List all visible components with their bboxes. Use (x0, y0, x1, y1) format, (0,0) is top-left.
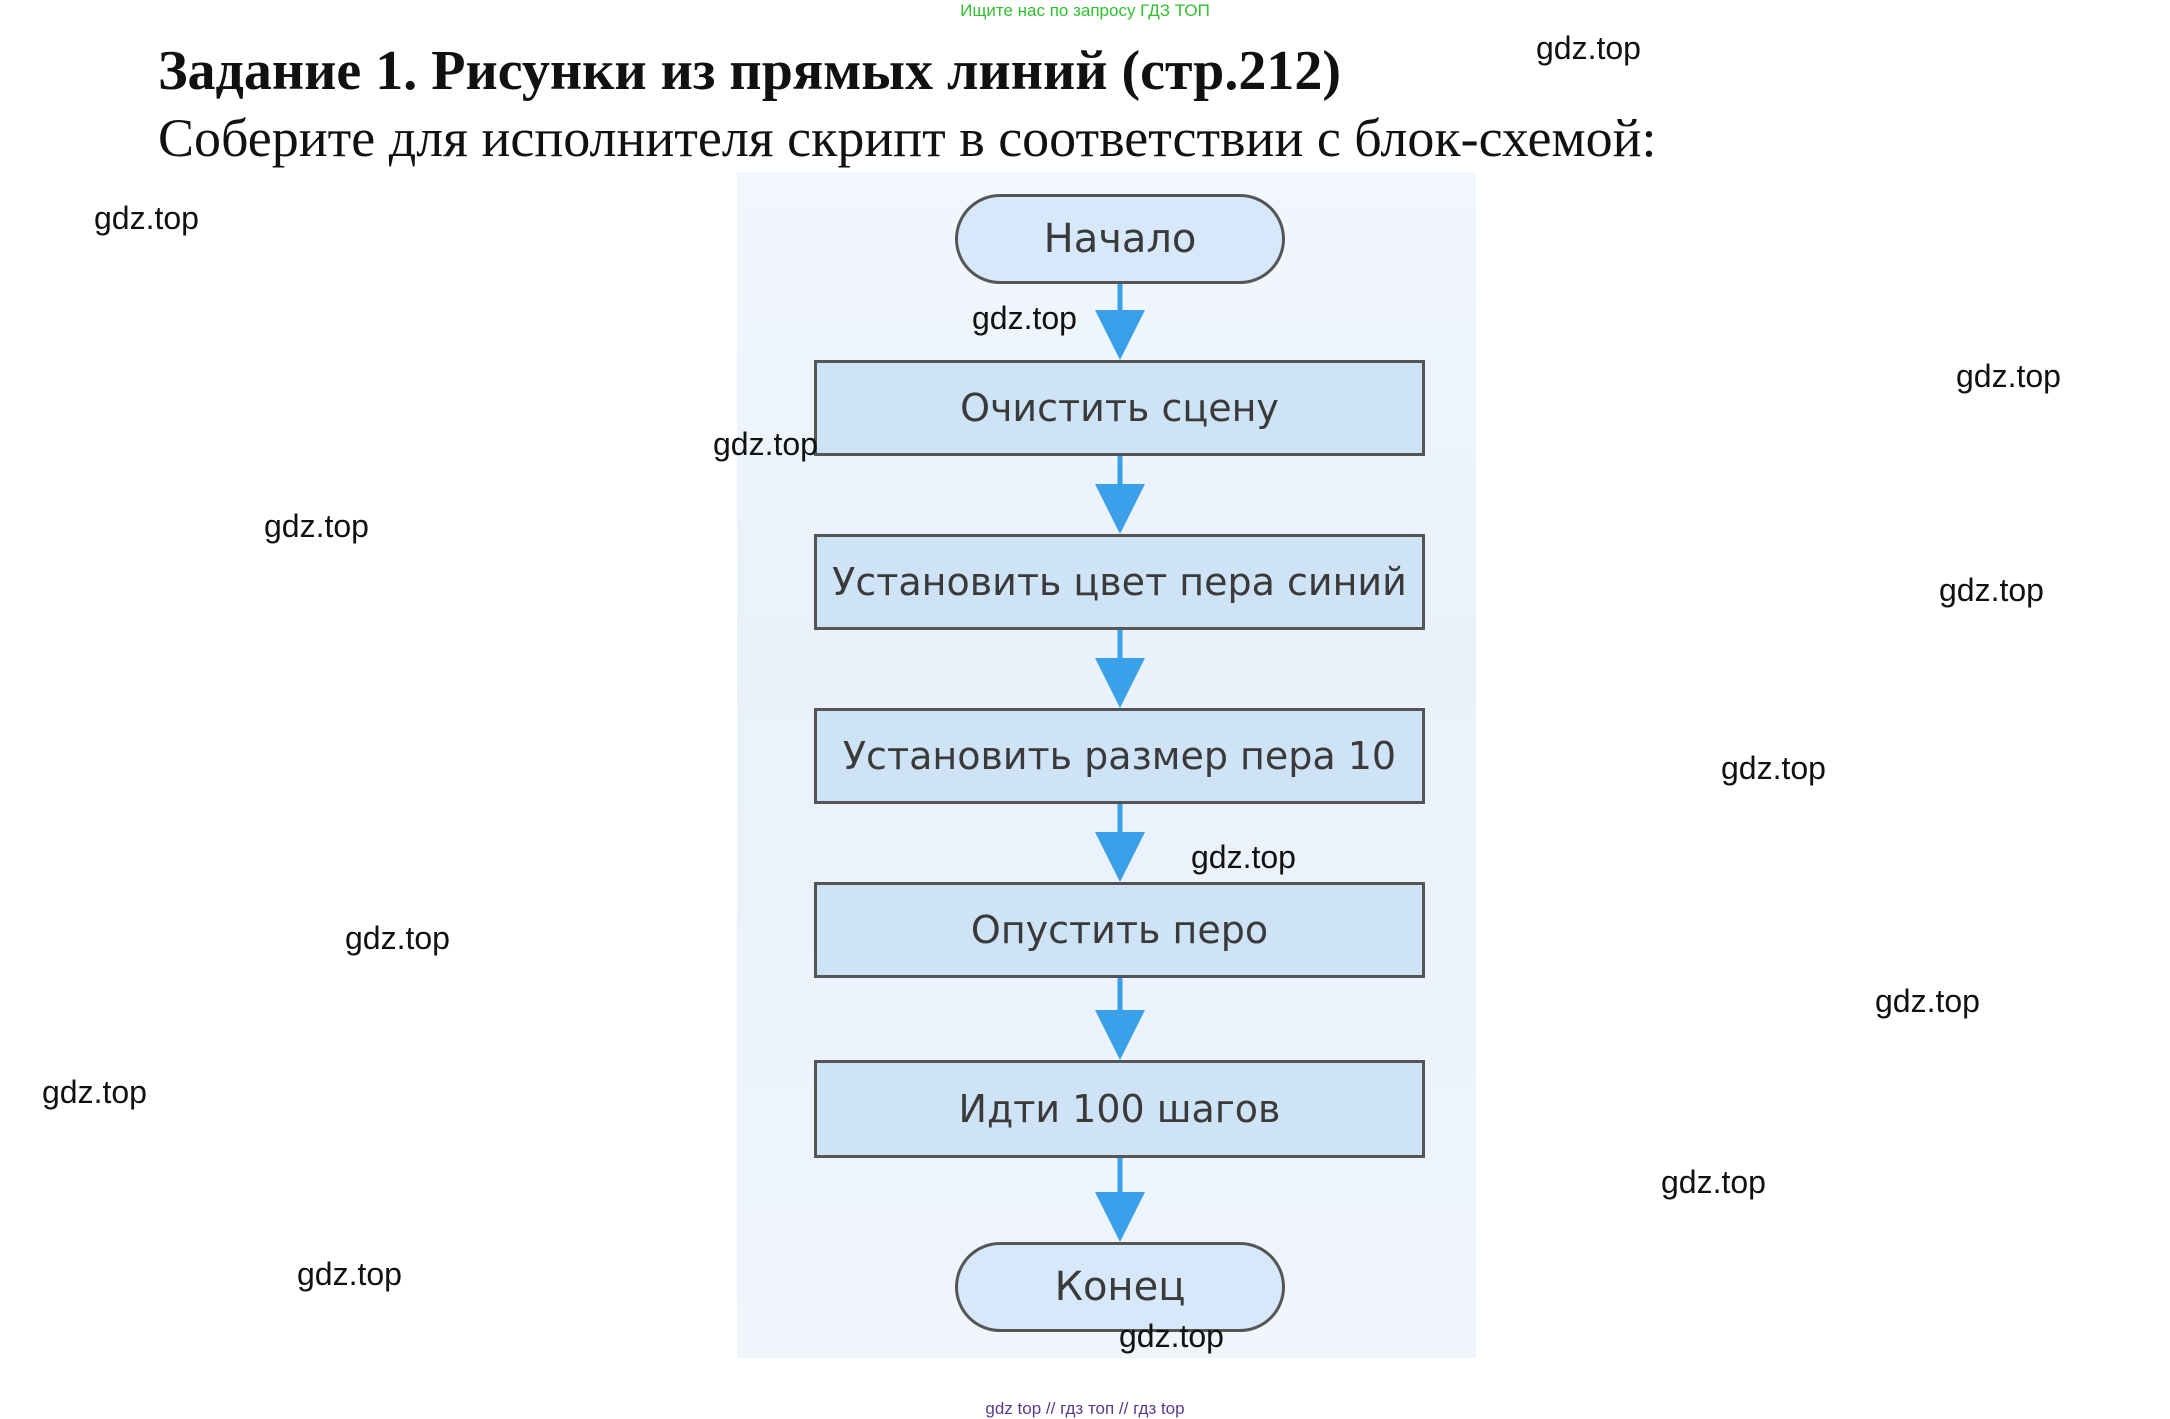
watermark-text: gdz.top (264, 508, 369, 544)
flow-start-terminal: Начало (955, 194, 1285, 284)
flow-step-move-100: Идти 100 шагов (814, 1060, 1425, 1158)
page-title: Задание 1. Рисунки из прямых линий (стр.… (158, 40, 1341, 102)
top-banner: Ищите нас по запросу ГДЗ ТОП (960, 1, 1210, 20)
watermark-text: gdz.top (713, 426, 818, 462)
flow-step-pen-down: Опустить перо (814, 882, 1425, 978)
watermark-text: gdz.top (1191, 839, 1296, 875)
flow-end-terminal: Конец (955, 1242, 1285, 1332)
flowchart-figure: Начало Очистить сцену Установить цвет пе… (737, 172, 1476, 1358)
watermark-text: gdz.top (1939, 572, 2044, 608)
watermark-text: gdz.top (1119, 1318, 1224, 1354)
watermark-text: gdz.top (1956, 358, 2061, 394)
watermark-text: gdz.top (1661, 1164, 1766, 1200)
watermark-text: gdz.top (1875, 983, 1980, 1019)
watermark-text: gdz.top (42, 1074, 147, 1110)
footer-links: gdz top // гдз топ // гдз top (985, 1399, 1185, 1418)
flowchart-arrows (1095, 284, 1145, 1242)
watermark-text: gdz.top (972, 300, 1077, 336)
watermark-text: gdz.top (94, 200, 199, 236)
watermark-text: gdz.top (297, 1256, 402, 1292)
flow-step-clear-scene: Очистить сцену (814, 360, 1425, 456)
flow-step-set-pen-color: Установить цвет пера синий (814, 534, 1425, 630)
watermark-text: gdz.top (1721, 750, 1826, 786)
watermark-text: gdz.top (1536, 30, 1641, 66)
task-instruction: Соберите для исполнителя скрипт в соотве… (158, 108, 1657, 168)
flow-step-set-pen-size: Установить размер пера 10 (814, 708, 1425, 804)
watermark-text: gdz.top (345, 920, 450, 956)
